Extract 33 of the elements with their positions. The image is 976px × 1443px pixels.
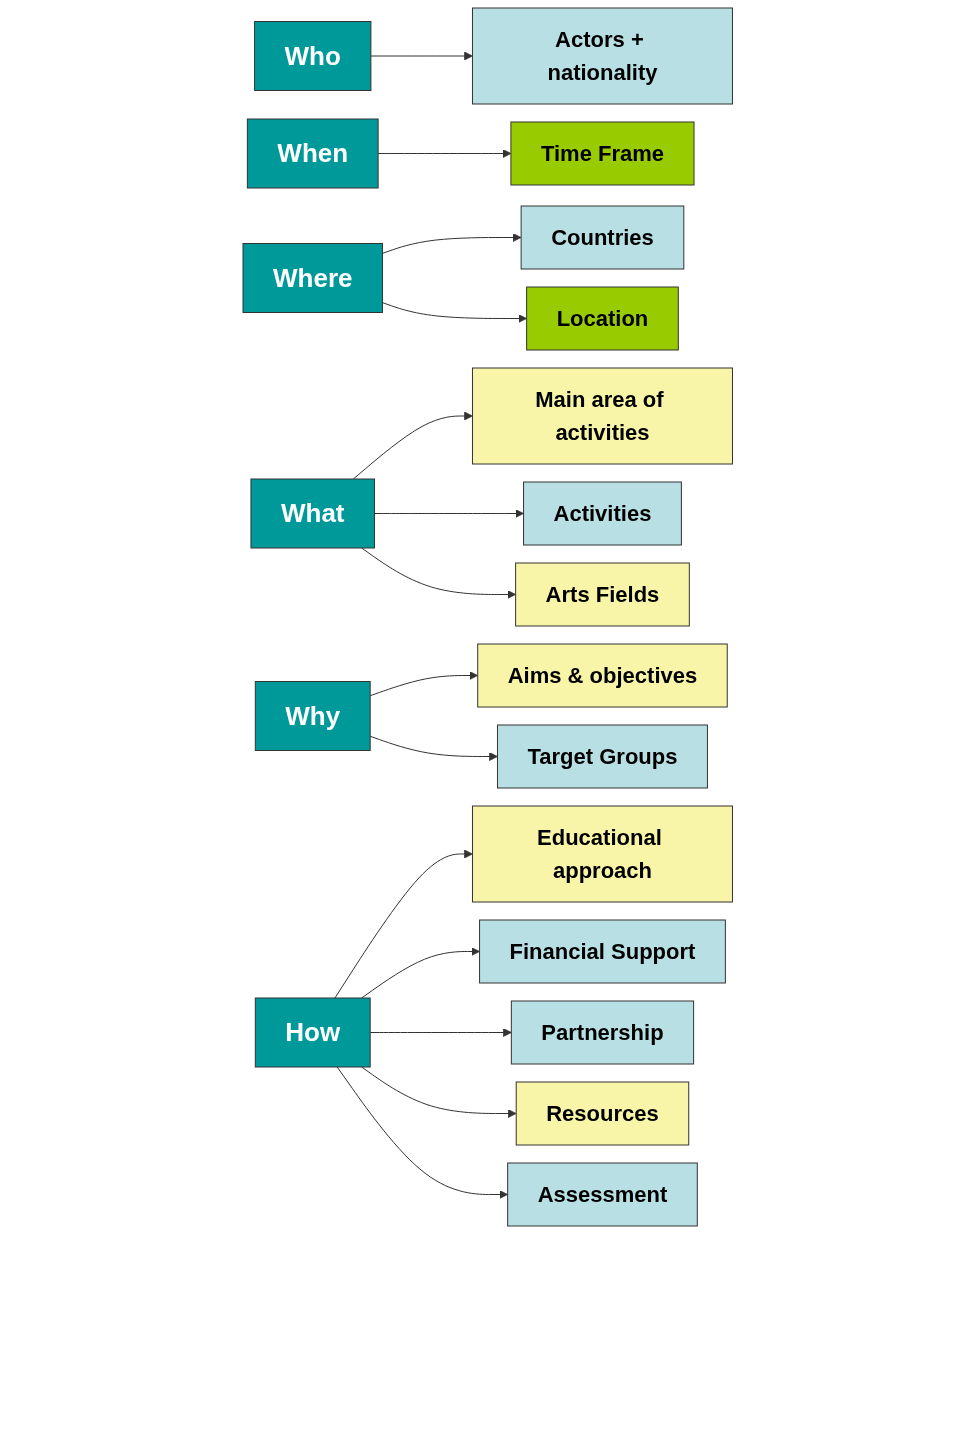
node-box: Arts Fields (515, 562, 691, 627)
node-box: Activities (523, 481, 683, 546)
arrow (370, 51, 474, 61)
arrow (369, 735, 499, 761)
arrow (377, 149, 512, 158)
arrow (374, 509, 525, 518)
node-box: Partnership (511, 1000, 695, 1065)
node-box: Countries (520, 205, 685, 270)
arrow (369, 671, 479, 697)
node-box: Financial Support (479, 919, 727, 984)
arrow (361, 947, 481, 999)
node-box: When (247, 118, 379, 189)
node-box: Target Groups (497, 724, 709, 789)
arrow (361, 547, 517, 599)
node-box: Aims & objectives (477, 643, 728, 708)
arrow (382, 233, 522, 254)
node-box: Educational approach (472, 805, 734, 903)
node-box: Why (255, 681, 371, 751)
node-box: How (255, 997, 371, 1068)
node-box: What (250, 478, 376, 549)
arrow (334, 849, 474, 999)
node-box: Resources (516, 1081, 690, 1146)
node-box: Main area of activities (472, 367, 734, 465)
arrow (336, 1066, 509, 1199)
node-box: Time Frame (510, 121, 695, 186)
arrow (361, 1066, 517, 1118)
arrow (382, 302, 528, 323)
node-box: Where (242, 243, 384, 313)
arrow (369, 1028, 512, 1037)
node-box: Location (526, 286, 680, 351)
node-box: Actors + nationality (472, 7, 734, 105)
node-box: Assessment (507, 1162, 699, 1227)
node-box: Who (254, 21, 372, 91)
